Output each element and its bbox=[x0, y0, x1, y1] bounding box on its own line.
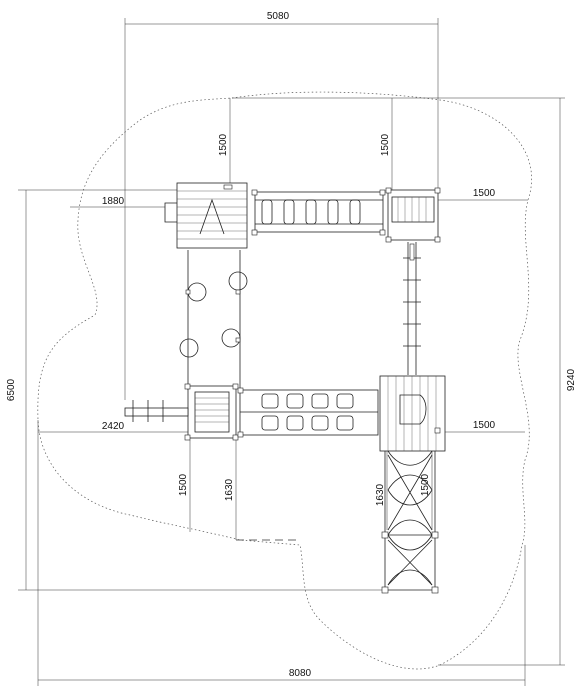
climbing-net-bottom-right bbox=[381, 450, 439, 594]
dim-clearance-bottom-d: 1500 bbox=[420, 473, 431, 496]
step-bar-left bbox=[124, 400, 189, 422]
dim-clearance-top-left: 1500 bbox=[218, 133, 229, 156]
dim-clearance-top-right: 1500 bbox=[380, 133, 391, 156]
bridge-top bbox=[251, 189, 386, 236]
tower-bottom-right bbox=[379, 375, 446, 452]
dim-clearance-right-lower: 1500 bbox=[473, 420, 496, 431]
dim-offset-left-upper: 1880 bbox=[102, 196, 125, 207]
tower-bottom-left bbox=[184, 383, 239, 441]
dim-top-width: 5080 bbox=[267, 11, 290, 22]
dim-offset-left-lower: 2420 bbox=[102, 421, 125, 432]
dim-clearance-right-upper: 1500 bbox=[473, 188, 496, 199]
tower-top-left bbox=[164, 182, 248, 249]
tower-top-right bbox=[385, 187, 441, 243]
chain-ladder-right bbox=[403, 242, 421, 375]
bridge-bottom bbox=[237, 387, 379, 438]
safety-zone-outline bbox=[37, 91, 532, 670]
ring-climber-left bbox=[179, 250, 248, 390]
dim-left-height: 6500 bbox=[6, 378, 17, 401]
dimension-lines bbox=[18, 18, 565, 686]
dim-total-height: 9240 bbox=[566, 368, 577, 391]
dim-clearance-bottom-b: 1630 bbox=[224, 478, 235, 501]
dim-total-width: 8080 bbox=[289, 668, 312, 679]
dim-clearance-bottom-a: 1500 bbox=[178, 473, 189, 496]
dim-clearance-bottom-c: 1630 bbox=[375, 483, 386, 506]
